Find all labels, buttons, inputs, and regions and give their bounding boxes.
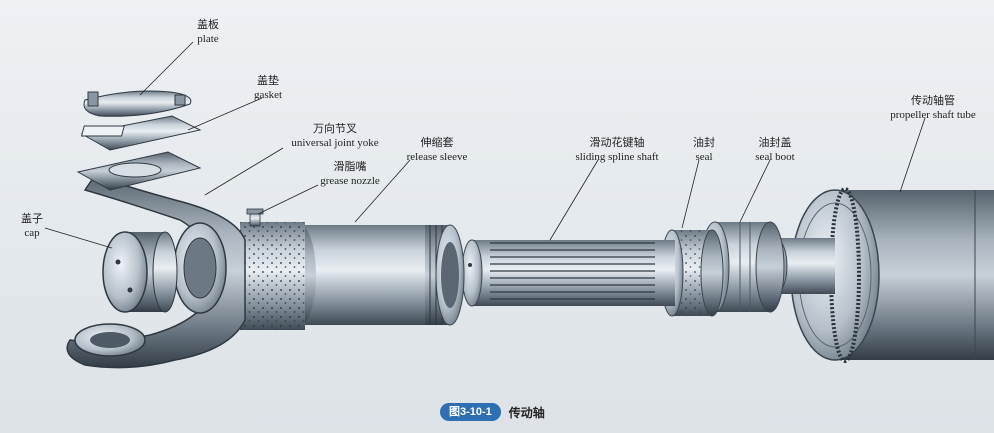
- figure-caption: 图3-10-1 传动轴: [440, 402, 545, 422]
- cover-plate: [83, 90, 192, 117]
- label-sleeve-zh: 伸缩套: [420, 136, 454, 149]
- label-boot: 油封盖 seal boot: [745, 136, 805, 164]
- bearing-cap: [102, 231, 178, 313]
- label-grease: 滑脂嘴 grease nozzle: [308, 160, 392, 188]
- label-gasket: 盖垫 gasket: [240, 74, 296, 102]
- label-gasket-en: gasket: [253, 89, 283, 101]
- leader-lines: [44, 41, 926, 249]
- label-plate: 盖板 plate: [185, 18, 231, 46]
- label-seal: 油封 seal: [684, 136, 724, 164]
- label-tube-zh: 传动轴管: [911, 94, 955, 107]
- label-tube-en: propeller shaft tube: [890, 109, 976, 121]
- label-spline-zh: 滑动花键轴: [589, 136, 645, 149]
- knurled-section: [240, 222, 305, 330]
- label-cap: 盖子 cap: [12, 212, 52, 240]
- label-plate-zh: 盖板: [197, 18, 219, 31]
- label-boot-en: seal boot: [755, 151, 795, 163]
- label-grease-zh: 滑脂嘴: [333, 160, 367, 173]
- label-seal-en: seal: [695, 151, 713, 163]
- universal-joint-yoke: [66, 174, 246, 369]
- label-spline-en: sliding spline shaft: [575, 151, 659, 163]
- label-cap-en: cap: [24, 227, 40, 239]
- figure-title: 传动轴: [508, 405, 545, 420]
- figure-number-badge: 图3-10-1: [440, 403, 501, 421]
- label-yoke: 万向节叉 universal joint yoke: [270, 122, 400, 150]
- label-tube: 传动轴管 propeller shaft tube: [878, 94, 988, 122]
- label-plate-en: plate: [197, 33, 219, 45]
- label-grease-en: grease nozzle: [320, 175, 380, 187]
- label-boot-zh: 油封盖: [758, 136, 792, 149]
- label-seal-zh: 油封: [693, 136, 715, 149]
- label-spline: 滑动花键轴 sliding spline shaft: [562, 136, 672, 164]
- label-yoke-en: universal joint yoke: [291, 137, 379, 149]
- label-yoke-zh: 万向节叉: [313, 122, 357, 135]
- sliding-spline-shaft: [461, 239, 675, 307]
- gasket-stack: [76, 115, 202, 191]
- label-cap-zh: 盖子: [21, 212, 43, 225]
- label-sleeve: 伸缩套 release sleeve: [398, 136, 476, 164]
- label-gasket-zh: 盖垫: [257, 74, 279, 87]
- label-sleeve-en: release sleeve: [406, 151, 468, 163]
- release-sleeve: [284, 224, 465, 326]
